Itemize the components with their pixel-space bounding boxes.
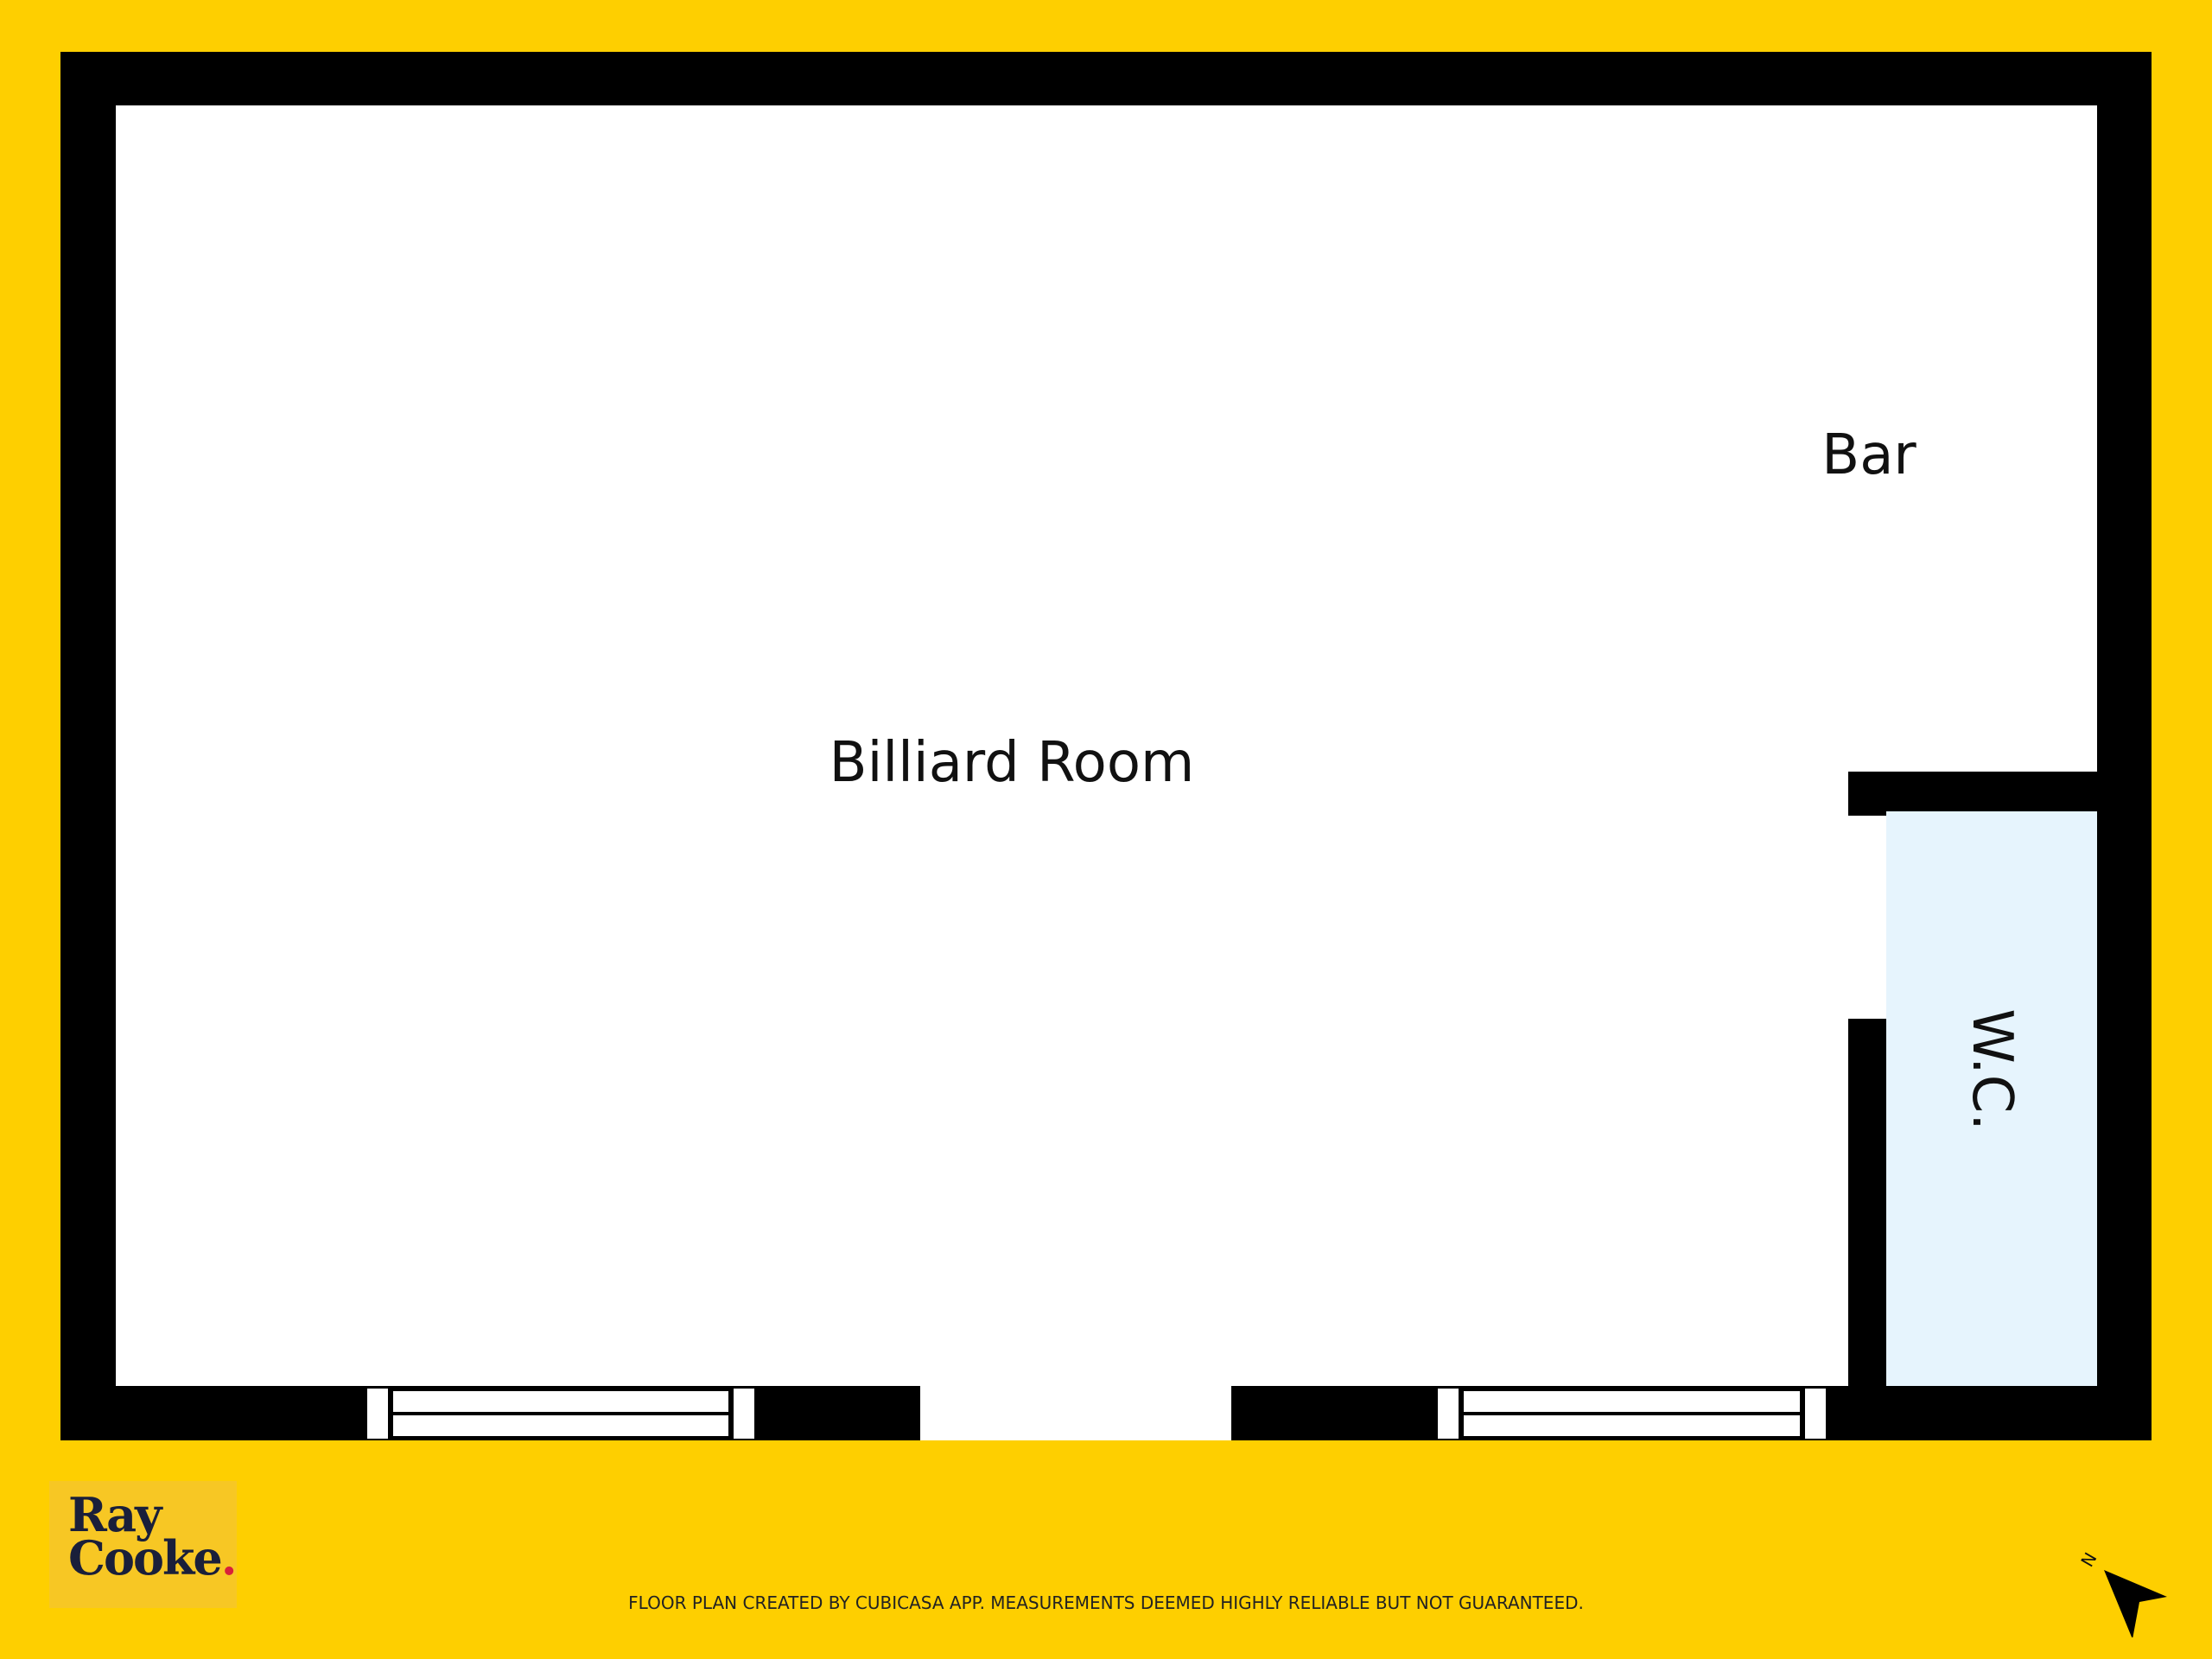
room-label-wc: W.C.	[1960, 1008, 2024, 1131]
logo-dot: .	[220, 1530, 238, 1586]
logo-line1: Ray	[68, 1487, 162, 1542]
wc-doorway	[1848, 816, 1886, 1019]
disclaimer-footer: FLOOR PLAN CREATED BY CUBICASA APP. MEAS…	[628, 1592, 1584, 1613]
window-right	[1438, 1389, 1826, 1439]
room-label-bar: Bar	[1821, 423, 1916, 487]
wc-top-wall	[1848, 772, 2097, 811]
window-left	[367, 1389, 754, 1439]
room-label-billiard: Billiard Room	[829, 731, 1195, 795]
logo-line2: Cooke	[68, 1530, 223, 1586]
entry-doorway	[920, 1386, 1231, 1440]
billiard-room-floor	[116, 105, 2097, 1386]
wc-floor	[1886, 811, 2097, 1386]
north-arrow-icon: N	[2074, 1542, 2177, 1637]
